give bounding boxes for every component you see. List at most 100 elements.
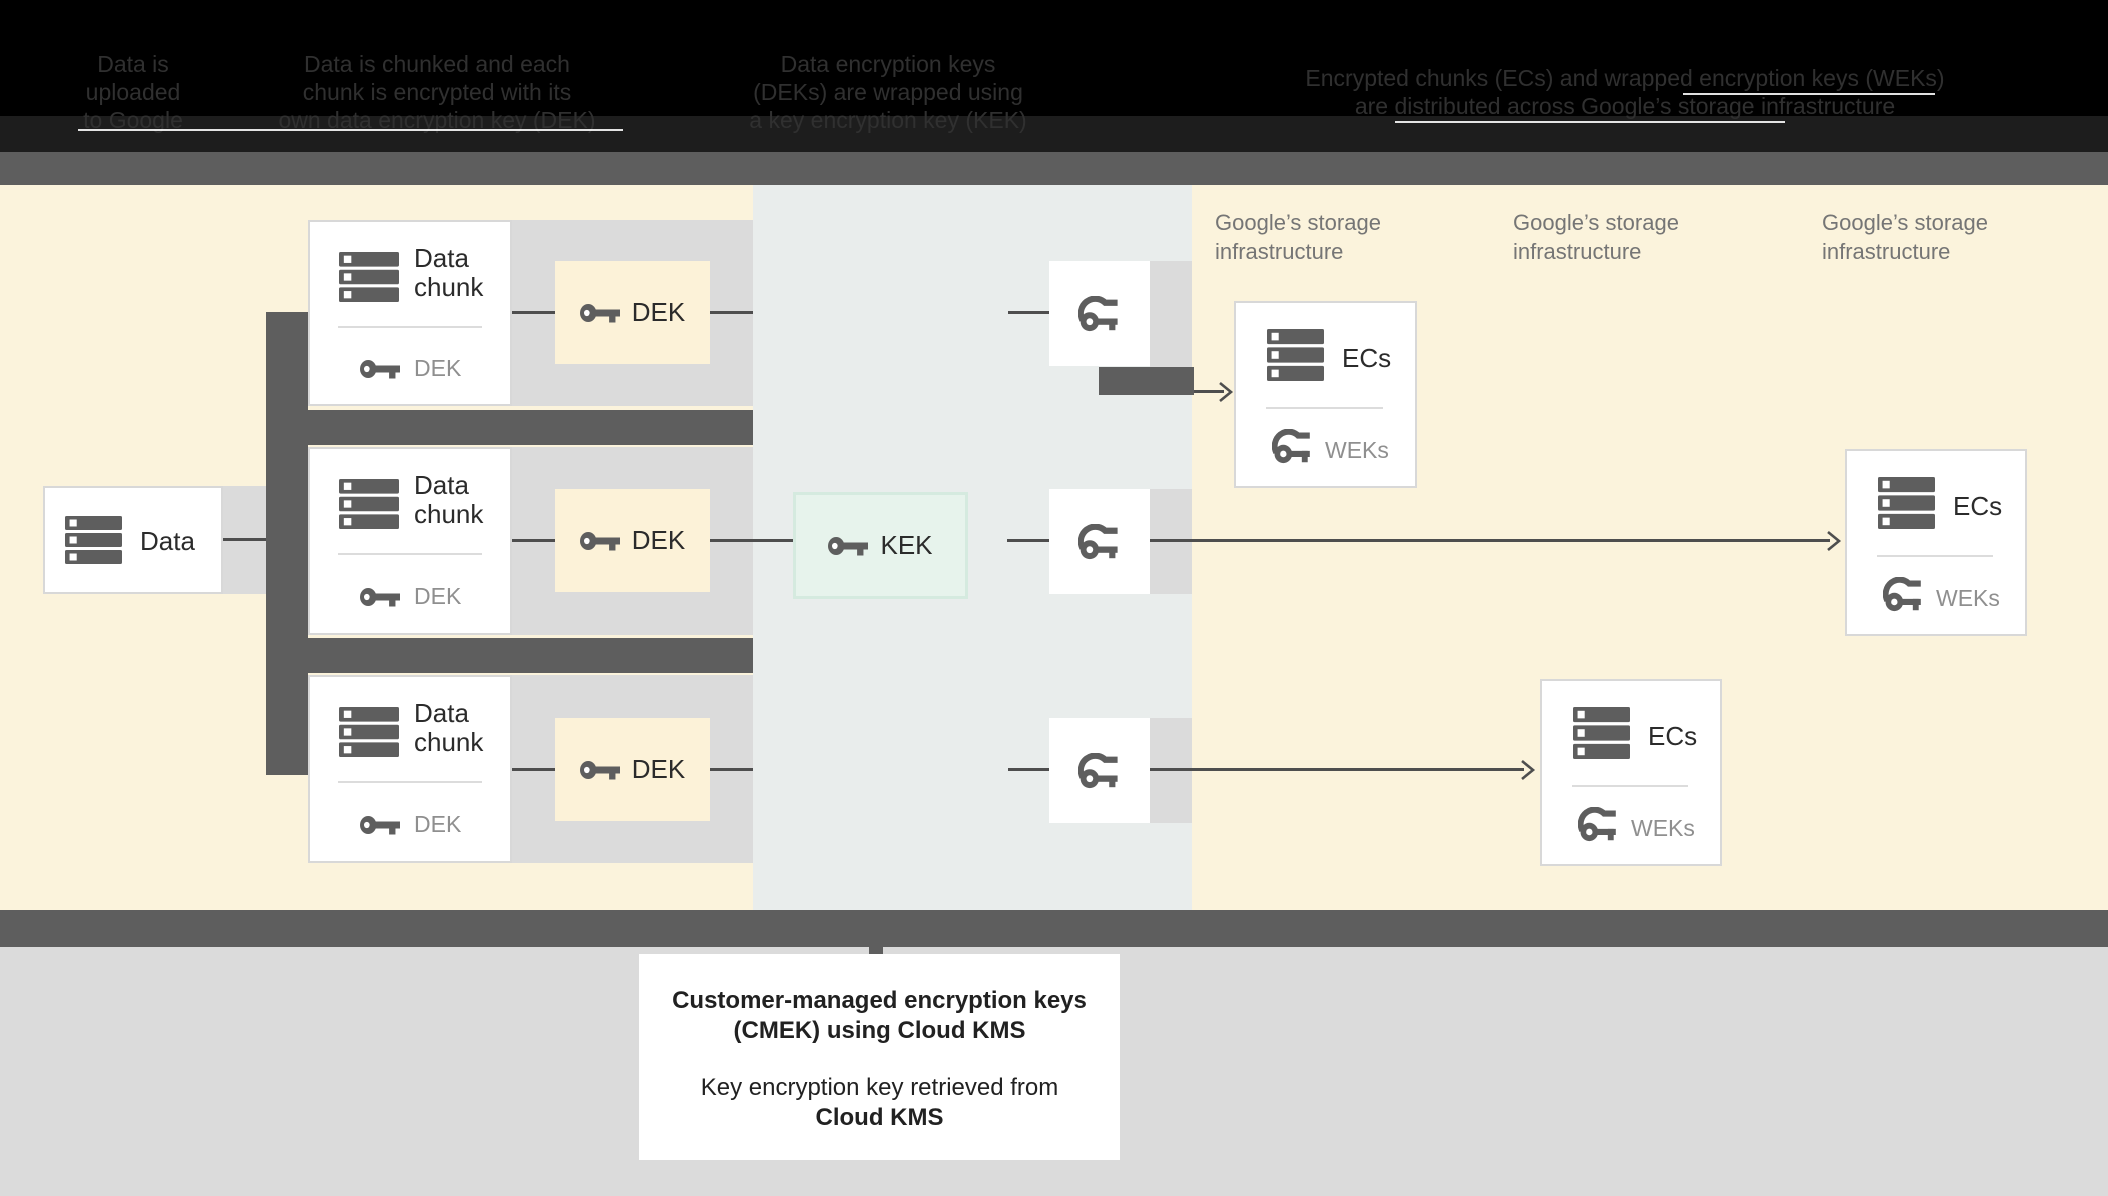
ecs-box-1: ECs WEKs [1234,301,1417,488]
wrapped-key-box-3 [1049,718,1150,823]
embedded-dek-label-2: DEK [414,583,462,609]
arrowhead-row3 [1520,759,1536,781]
data-box: Data [43,486,223,594]
data-box-label: Data [140,526,195,556]
storage-infra-label-2: Google’s storage infrastructure [1513,208,1743,266]
row1-elbow-connector [1099,367,1194,395]
line-data-to-trunk [223,538,266,541]
dek-box-1: DEK [555,261,710,364]
data-chunk-label-line1: Data [414,470,469,500]
weks-label-1: WEKs [1325,437,1389,463]
data-chunk-box-1: Data chunk DEK [308,220,512,406]
row-divider-connector-2 [266,638,753,673]
arrow-line-row2 [1150,539,1830,542]
ecs-label-1: ECs [1342,343,1392,373]
key-icon [360,815,400,835]
arrow-line-row1 [1194,390,1224,393]
ecs-label-3: ECs [1648,721,1698,751]
header-step-3: Data encryption keys (DEKs) are wrapped … [702,50,1074,134]
note-title-line1: Customer-managed encryption keys [672,987,1087,1014]
key-icon [579,303,620,323]
chunk-trunk-connector [266,312,308,775]
storage-icon [339,707,399,757]
wrapped-key-icon [1272,429,1314,464]
ecs-box-2: ECs WEKs [1845,449,2027,636]
data-chunk-label-line2: chunk [414,272,484,302]
header-step-3-line-2: (DEKs) are wrapped using [753,79,1023,105]
wrapped-key-box-1 [1049,261,1150,366]
box-divider [1877,555,1993,557]
data-chunk-box-2: Data chunk DEK [308,447,512,635]
data-chunk-label-2: Data chunk [414,471,483,529]
line-chunk2-to-dek2 [512,539,555,542]
embedded-dek-label-3: DEK [414,811,462,837]
key-icon [360,359,400,379]
line-chunk1-to-dek1 [512,311,555,314]
storage-infra-label-line1: Google’s storage [1513,210,1679,235]
line-chunk3-to-dek3 [512,768,555,771]
kek-box-label: KEK [880,530,933,560]
wrapped-key-icon [1077,295,1122,332]
dek-box-label-3: DEK [631,754,686,784]
wrapped-key-icon [1077,523,1122,560]
data-chunk-label-line2: chunk [414,727,484,757]
header-step-4-line-1: Encrypted chunks (ECs) and wrapped encry… [1305,65,1945,91]
arrow-line-row3 [1150,768,1524,771]
embedded-dek-label-1: DEK [414,355,462,381]
note-box-connector-notch [869,947,883,956]
key-icon [579,760,620,780]
box-divider [338,781,482,783]
ecs-box-3: ECs WEKs [1540,679,1722,866]
storage-infra-label-line1: Google’s storage [1215,210,1381,235]
cmek-note-box: Customer-managed encryption keys (CMEK) … [639,954,1120,1160]
note-body-line2: Cloud KMS [815,1104,944,1131]
dek-box-2: DEK [555,489,710,592]
header-step-4-line-2: are distributed across Google’s storage … [1354,93,1896,119]
wrapped-key-icon [1578,807,1620,842]
wrapped-key-icon [1077,752,1122,789]
storage-infra-label-line2: infrastructure [1822,239,1951,264]
weks-label-3: WEKs [1631,815,1695,841]
line-into-key1 [1008,311,1049,314]
arrowhead-row1 [1218,381,1234,403]
storage-icon [1878,477,1935,529]
storage-infra-label-line1: Google’s storage [1822,210,1988,235]
top-divider-band [0,152,2108,185]
header-step-3-line-1: Data encryption keys [780,51,996,77]
dek-box-3: DEK [555,718,710,821]
header-step-2-line-3: own data encryption key (DEK) [278,107,596,133]
dek-box-label-1: DEK [631,297,686,327]
header-underline-artifact [1395,121,1785,123]
storage-infra-label-line2: infrastructure [1513,239,1642,264]
note-title-line2: (CMEK) using Cloud KMS [733,1017,1026,1044]
header-step-3-line-3: a key encryption key (KEK) [749,107,1027,133]
note-body-line1: Key encryption key retrieved from [700,1074,1059,1101]
storage-icon [1573,707,1630,759]
header-step-1: Data is uploaded to Google [38,50,228,134]
key-icon [360,587,400,607]
data-chunk-label-3: Data chunk [414,699,483,757]
header-step-2-line-1: Data is chunked and each [304,51,570,77]
box-divider [1266,407,1383,409]
storage-infra-label-line2: infrastructure [1215,239,1344,264]
line-kek-to-key2 [1007,539,1049,542]
dek-box-label-2: DEK [631,525,686,555]
wrapped-key-icon [1883,577,1925,612]
key-icon [579,531,620,551]
box-divider [338,553,482,555]
header-step-2-line-2: chunk is encrypted with its [302,79,572,105]
header-step-1-line-2: uploaded [85,79,181,105]
ecs-label-2: ECs [1953,491,2003,521]
line-dek1-out [710,311,753,314]
storage-icon [339,479,399,529]
bottom-divider-band [0,910,2108,947]
data-chunk-label-line2: chunk [414,499,484,529]
kek-box: KEK [793,492,968,599]
header-underline-artifact [1683,93,1935,95]
line-dek2-to-kek [710,539,793,542]
data-chunk-label-line1: Data [414,698,469,728]
storage-infra-label-3: Google’s storage infrastructure [1822,208,2052,266]
header-step-2: Data is chunked and each chunk is encryp… [251,50,623,134]
storage-icon [339,252,399,302]
